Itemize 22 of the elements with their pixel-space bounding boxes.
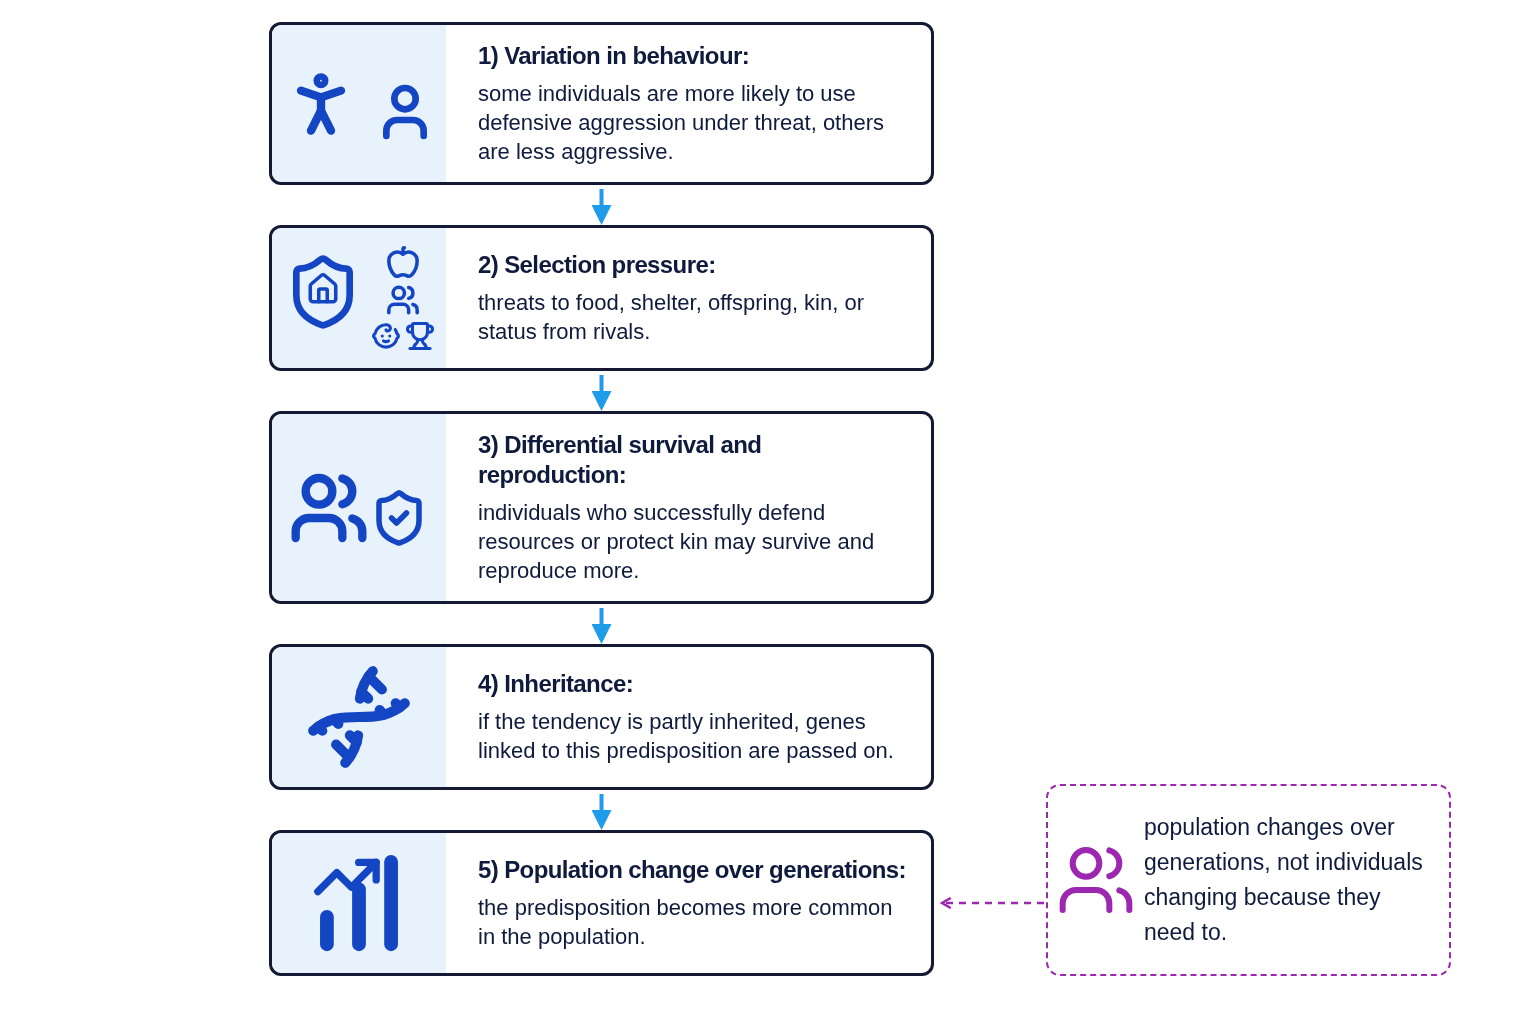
step-description: threats to food, shelter, offspring, kin, or status from rivals. — [478, 289, 866, 346]
arrow — [591, 189, 612, 225]
arrow — [591, 375, 612, 411]
step-description: individuals who successfully defend resources or protect kin may survive and reproduce more. — [478, 499, 876, 585]
arrow — [591, 608, 612, 644]
step-heading: 5) Population change over generations: — [478, 855, 907, 885]
step-box — [269, 22, 934, 185]
step-box — [269, 644, 934, 790]
arrow — [591, 794, 612, 830]
arrow — [940, 896, 1044, 910]
step-description: if the tendency is partly inherited, genes linked to this predisposition are passed on. — [478, 708, 895, 765]
step-box — [269, 225, 934, 371]
note-box — [1046, 784, 1451, 976]
step-box — [269, 830, 934, 976]
step-heading: 1) Variation in behaviour: — [478, 41, 751, 71]
step-description: the predisposition becomes more common in the population. — [478, 894, 894, 951]
step-heading: 4) Inheritance: — [478, 669, 635, 699]
step-heading: 2) Selection pressure: — [478, 250, 717, 280]
step-box — [269, 411, 934, 604]
step-heading: 3) Differential survival and reproduction: — [478, 430, 763, 490]
step-description: population changes over generations, not individuals changing because they need to. — [1144, 813, 1424, 947]
step-description: some individuals are more likely to use defensive aggression under threat, others are less aggressive. — [478, 80, 886, 166]
